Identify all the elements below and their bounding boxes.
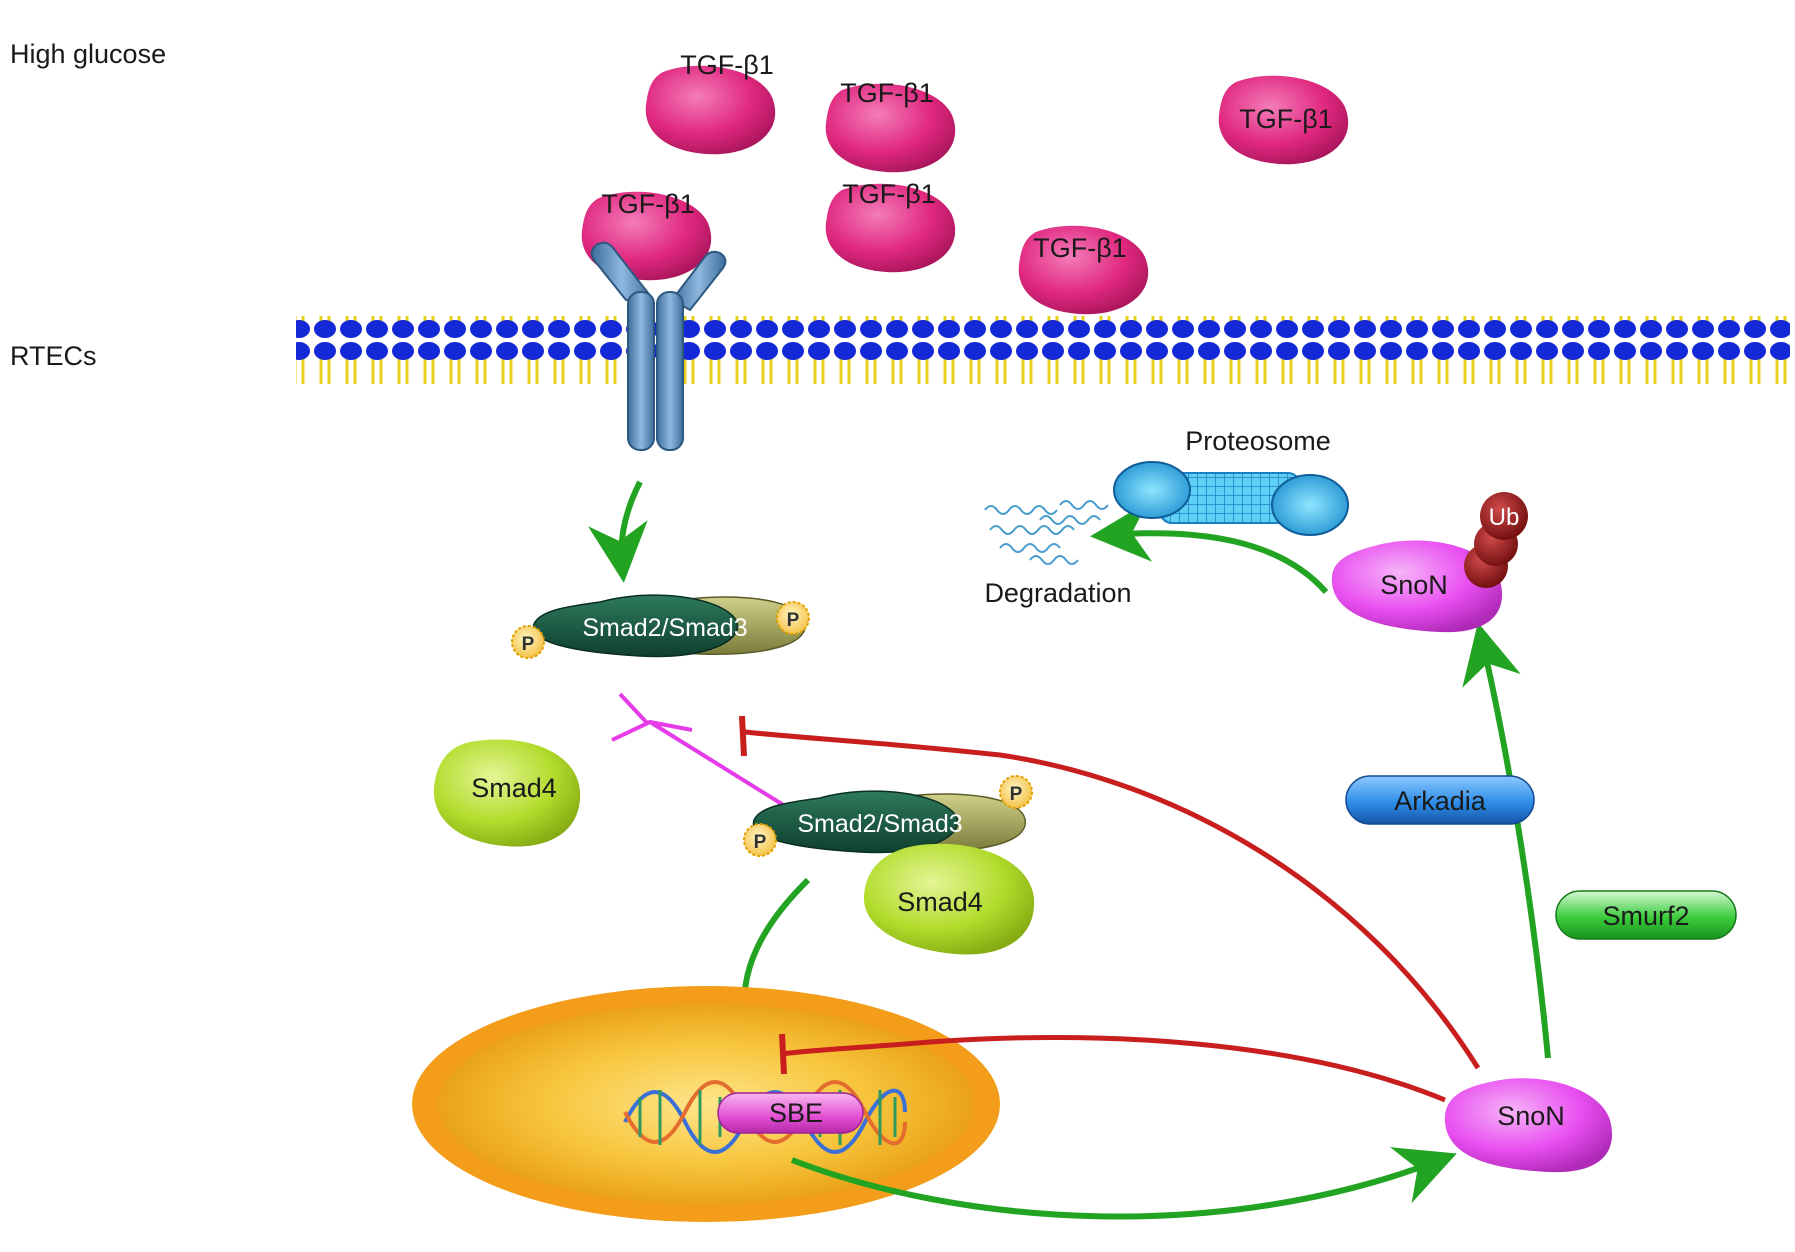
inhibition-bar — [779, 1033, 787, 1075]
tgf-beta1-ligand: TGF-β1 — [1218, 75, 1349, 165]
smurf2-label: Smurf2 — [1602, 901, 1689, 931]
activation-arrow — [587, 480, 648, 583]
snon-ubiquitinated: SnoN — [1331, 540, 1503, 633]
tgf-beta1-ligand: TGF-β1 — [645, 50, 776, 155]
tgf-beta1-ligand: TGF-β1 — [1018, 225, 1149, 315]
tgf-beta1-label: TGF-β1 — [842, 179, 936, 209]
proteosome-label: Proteosome — [1185, 426, 1331, 456]
dna-helix — [623, 1080, 907, 1154]
smad4-label: Smad4 — [897, 887, 983, 917]
inhibition-bar — [739, 715, 747, 757]
rtecs-label: RTECs — [10, 341, 97, 371]
arkadia-label: Arkadia — [1394, 786, 1487, 816]
phospho-group: P — [776, 601, 810, 635]
phosphate-label: P — [754, 832, 767, 853]
phospho-group: P — [743, 823, 777, 857]
nucleus — [412, 986, 1000, 1222]
inhibition-line-to-smad-binding — [744, 729, 1481, 1070]
snon-label: SnoN — [1380, 570, 1448, 600]
transcription-arrow — [790, 1147, 1457, 1220]
degradation-label: Degradation — [984, 578, 1131, 608]
tgf-beta1-label: TGF-β1 — [1239, 104, 1333, 134]
tgf-beta1-label: TGF-β1 — [601, 189, 695, 219]
tgf-beta1-ligand: TGF-β1 — [825, 78, 956, 173]
cell-membrane — [296, 316, 1790, 384]
proteasome — [1113, 461, 1349, 536]
tgf-beta1-label: TGF-β1 — [680, 50, 774, 80]
sbe-element: SBE — [717, 1092, 864, 1134]
tgf-beta1-label: TGF-β1 — [1033, 233, 1127, 263]
phospho-group: P — [999, 775, 1033, 809]
tgf-beta1-ligand: TGF-β1 — [825, 179, 956, 273]
ubiquitination-arrow — [1462, 622, 1551, 1059]
smurf2-e3-ligase: Smurf2 — [1555, 890, 1737, 940]
phosphate-label: P — [787, 610, 800, 631]
ubiquitin-label: Ub — [1489, 504, 1520, 531]
high-glucose-label: High glucose — [10, 39, 166, 69]
tgf-beta1-label: TGF-β1 — [840, 78, 934, 108]
degradation-arrow — [1090, 501, 1329, 594]
smad4-bound: Smad4 — [863, 843, 1035, 955]
sbe-label: SBE — [769, 1098, 823, 1128]
tgf-beta-receptor — [590, 241, 727, 451]
smad2-smad3-smad4-complex: Smad2/Smad3 — [752, 790, 1026, 854]
smad4-label: Smad4 — [471, 773, 557, 803]
smad4-free: Smad4 — [433, 739, 581, 847]
snon-label: SnoN — [1497, 1101, 1565, 1131]
peptide-fragments — [984, 500, 1109, 565]
phosphate-label: P — [1010, 784, 1023, 805]
phospho-group: P — [511, 625, 545, 659]
smad2-smad3-label: Smad2/Smad3 — [797, 810, 962, 838]
binding-connector — [611, 692, 787, 808]
smad2-smad3-complex: Smad2/Smad3 — [532, 594, 806, 658]
arkadia-e3-ligase: Arkadia — [1345, 775, 1535, 825]
smad2-smad3-label: Smad2/Smad3 — [582, 614, 747, 642]
inhibition-line-to-sbe — [781, 1035, 1446, 1103]
snon-protein: SnoN — [1444, 1078, 1613, 1173]
phosphate-label: P — [522, 634, 535, 655]
ubiquitin-chain: Ub — [1464, 492, 1528, 588]
